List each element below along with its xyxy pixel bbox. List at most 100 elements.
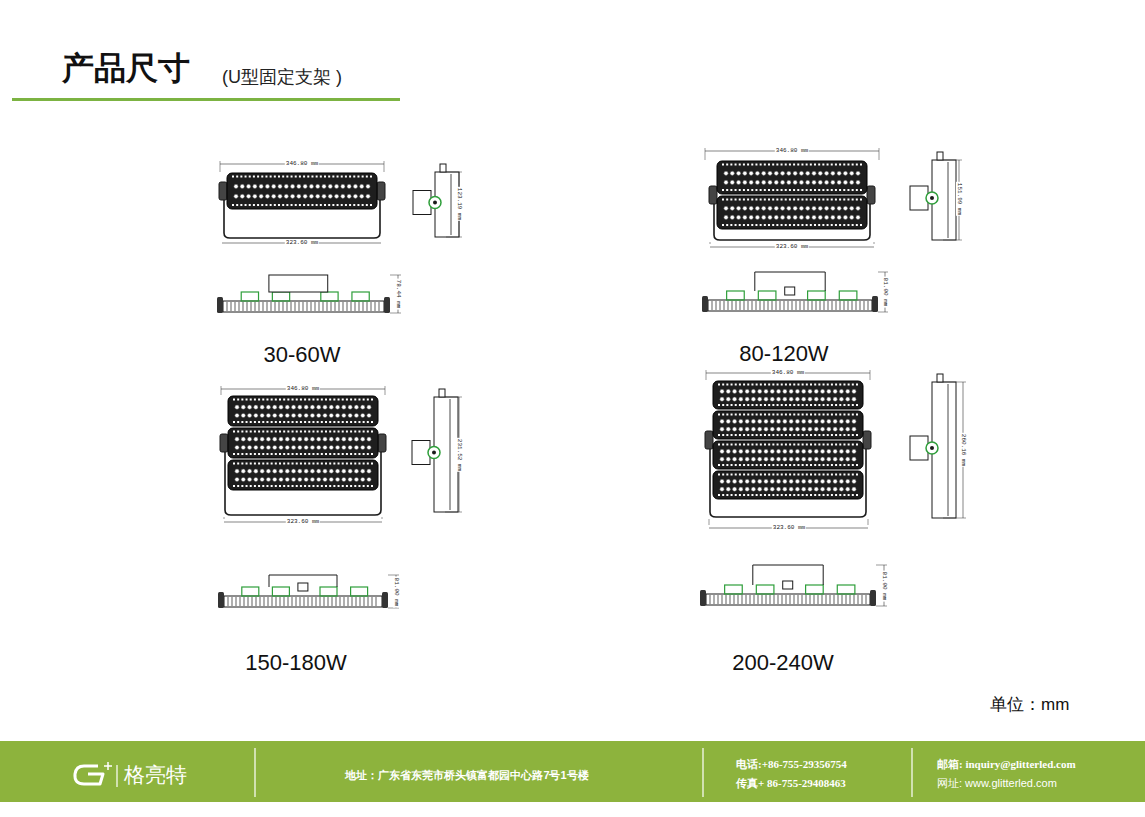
dimension-label: 123.19 mm (456, 187, 462, 221)
heat-fin (356, 597, 357, 606)
fin-dash (371, 453, 373, 455)
led-lens (367, 405, 371, 409)
dimension-label: 323.60 mm (775, 244, 809, 250)
fin-dash (371, 485, 373, 487)
led-lens (285, 413, 289, 417)
fin-dash (810, 414, 812, 416)
led-lens (783, 427, 787, 431)
led-lens (814, 457, 818, 461)
led-lens (776, 487, 780, 491)
fin-dash (806, 199, 808, 201)
led-lens (241, 477, 245, 481)
led-lens (354, 413, 358, 417)
fin-dash (827, 224, 829, 226)
fin-dash (312, 463, 314, 465)
fin-dash (296, 399, 298, 401)
fin-dash (311, 176, 313, 178)
led-lens (254, 405, 258, 409)
led-module (713, 441, 863, 469)
fin-dash (258, 431, 260, 433)
heat-fin (712, 301, 713, 310)
led-lens (279, 445, 283, 449)
led-lens (814, 427, 818, 431)
fin-dash (818, 189, 820, 191)
led-lens (812, 206, 816, 210)
fin-dash (856, 414, 858, 416)
fin-dash (789, 494, 791, 496)
fin-dash (254, 421, 256, 423)
fin-dash (760, 414, 762, 416)
heat-fin (726, 595, 727, 604)
heat-fin (367, 302, 368, 311)
fin-dash (793, 404, 795, 406)
fin-dash (333, 453, 335, 455)
fin-dash (262, 463, 264, 465)
led-lens (776, 427, 780, 431)
fin-dash (839, 414, 841, 416)
fin-dash (818, 474, 820, 476)
fin-dash (346, 421, 348, 423)
fin-dash (312, 431, 314, 433)
fin-dash (777, 414, 779, 416)
fin-dash (735, 404, 737, 406)
heat-fin (299, 302, 300, 311)
fin-dash (772, 464, 774, 466)
fin-dash (806, 434, 808, 436)
fin-dash (283, 431, 285, 433)
led-lens (304, 437, 308, 441)
fin-dash (835, 494, 837, 496)
heat-fin (323, 302, 324, 311)
power-range-label: 80-120W (739, 343, 828, 365)
fin-dash (291, 176, 293, 178)
fin-dash (316, 176, 318, 178)
fin-dash (317, 431, 319, 433)
fin-dash (291, 204, 293, 206)
led-lens (806, 180, 810, 184)
fin-dash (848, 474, 850, 476)
led-lens (799, 215, 803, 219)
pivot-knob (429, 197, 441, 209)
led-lens (316, 184, 320, 188)
led-lens (272, 184, 276, 188)
led-lens (833, 457, 837, 461)
led-lens (837, 171, 841, 175)
led-lens (799, 171, 803, 175)
led-lens (787, 215, 791, 219)
fin-dash (246, 431, 248, 433)
dim-extension (879, 148, 880, 160)
fin-dash (856, 464, 858, 466)
led-lens (303, 194, 307, 198)
led-lens (342, 477, 346, 481)
heat-fin (844, 301, 845, 310)
fin-dash (328, 176, 330, 178)
led-lens (266, 477, 270, 481)
pivot-knob (217, 297, 223, 313)
mount-block (758, 291, 776, 300)
pivot-knob (702, 296, 708, 312)
led-lens (316, 194, 320, 198)
led-lens (783, 487, 787, 491)
fin-dash (278, 204, 280, 206)
fin-dash (764, 164, 766, 166)
heat-fin (790, 595, 791, 604)
fin-dash (329, 421, 331, 423)
fin-dash (847, 189, 849, 191)
dim-extension (706, 370, 707, 380)
heat-fin (766, 595, 767, 604)
fin-dash (292, 463, 294, 465)
fin-dash (764, 189, 766, 191)
fin-dash (751, 164, 753, 166)
fin-dash (722, 404, 724, 406)
fin-dash (756, 464, 758, 466)
fin-dash (827, 434, 829, 436)
fin-dash (835, 384, 837, 386)
led-lens (758, 479, 762, 483)
led-lens (297, 194, 301, 198)
led-lens (795, 389, 799, 393)
fin-dash (363, 421, 365, 423)
led-lens (764, 389, 768, 393)
fin-dash (755, 189, 757, 191)
fin-dash (764, 199, 766, 201)
dim-extension (390, 313, 401, 314)
fin-dash (848, 464, 850, 466)
